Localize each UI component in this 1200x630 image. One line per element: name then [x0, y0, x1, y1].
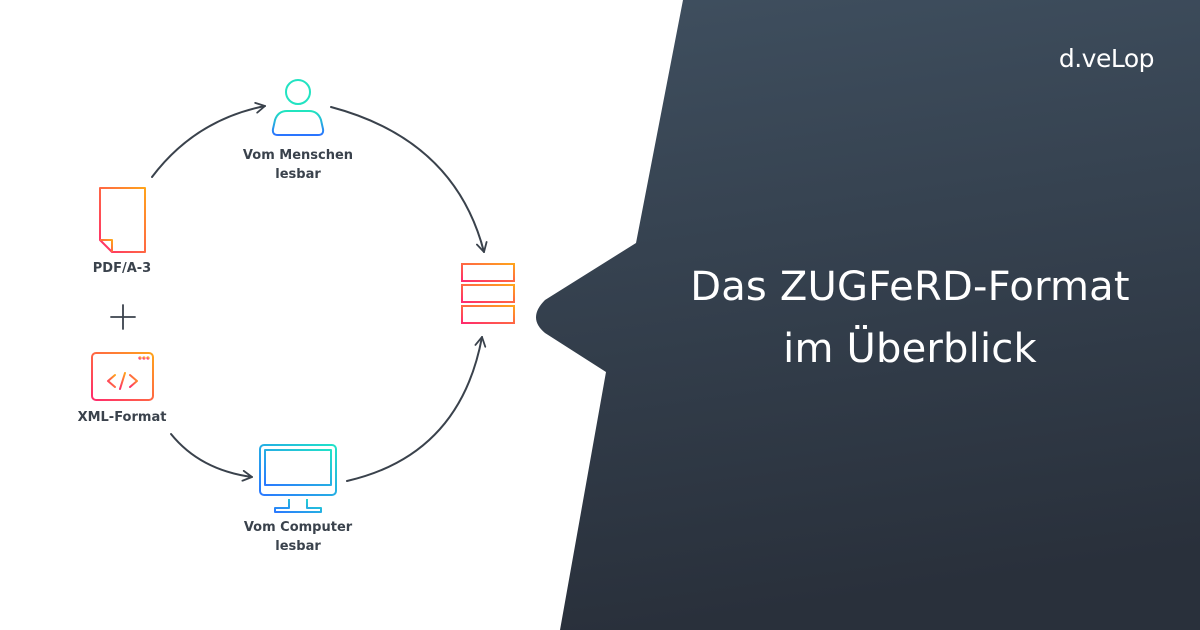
page-title: Das ZUGFeRD-Format im Überblick — [640, 256, 1180, 380]
title-line-1: Das ZUGFeRD-Format — [690, 264, 1130, 310]
arrow-xml-to-computer — [170, 433, 253, 482]
headline-panel — [536, 0, 1200, 630]
arrow-computer-to-server — [346, 336, 487, 482]
pdf-label: PDF/A-3 — [92, 261, 152, 276]
server-stack-icon — [461, 263, 515, 324]
human-readable-label: Vom Menschen lesbar — [228, 146, 368, 184]
human-label-line2: lesbar — [275, 167, 321, 182]
arrow-human-to-server — [330, 106, 488, 253]
person-icon — [271, 79, 325, 136]
title-line-2: im Überblick — [783, 326, 1037, 372]
monitor-icon — [259, 444, 337, 513]
computer-readable-label: Vom Computer lesbar — [228, 518, 368, 556]
xml-label: XML-Format — [77, 410, 167, 425]
flow-arrows — [151, 101, 488, 482]
arrow-pdf-to-human — [151, 101, 266, 178]
document-icon — [99, 187, 146, 253]
plus-icon — [110, 304, 136, 330]
human-label-line1: Vom Menschen — [242, 148, 354, 163]
computer-label-line2: lesbar — [275, 539, 321, 554]
computer-label-line1: Vom Computer — [243, 520, 353, 535]
code-window-icon — [91, 352, 154, 401]
brand-logo: d.veLop — [1058, 44, 1155, 73]
